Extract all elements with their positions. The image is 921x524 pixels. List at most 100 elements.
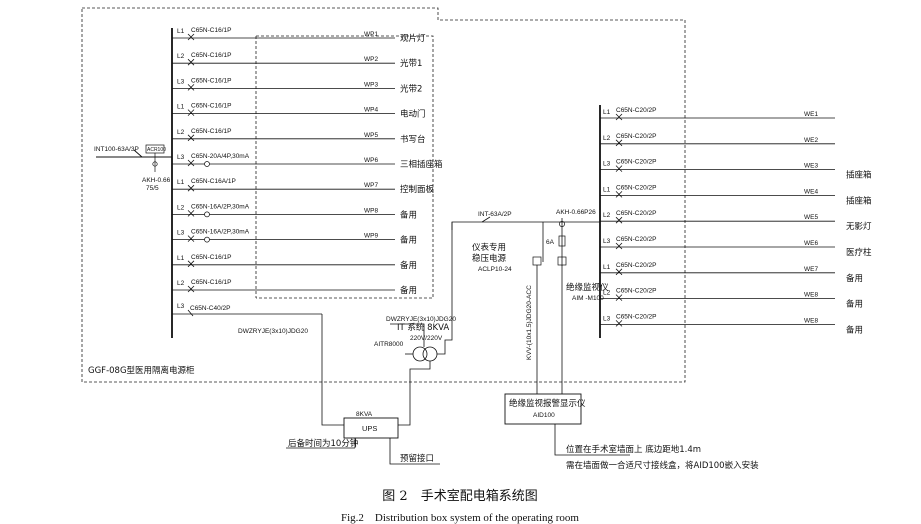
ups-feeder-breaker: C65N-C40/2P <box>190 305 230 312</box>
breaker-symbol <box>187 134 195 142</box>
circuit-code: WE1 <box>804 111 818 118</box>
circuit-phase: L1 <box>603 264 611 271</box>
rcd-icon <box>204 211 210 218</box>
monitor-note-line2: 需在墙面做一合适尺寸接线盒，将AID100嵌入安装 <box>566 460 759 471</box>
transformer-title: IT 系统 8KVA <box>397 322 449 333</box>
imd-model: AIM -M100 <box>572 295 604 302</box>
circuit-breaker: C65N-C16A/1P <box>191 178 236 185</box>
circuit-code: WP9 <box>364 233 378 240</box>
circuit-breaker: C65N-16A/2P,30mA <box>191 203 250 210</box>
monitor-breaker: INT-63A/2P <box>478 211 512 218</box>
incoming-breaker-label: INT100-63A/3P <box>94 146 139 153</box>
circuit-phase: L3 <box>177 154 185 161</box>
breaker-symbol <box>187 33 195 41</box>
figure-caption-cn: 图 2 手术室配电箱系统图 <box>382 488 537 504</box>
circuit-phase: L2 <box>177 280 185 287</box>
fuse-icon <box>558 235 566 247</box>
left-circuit-row: L1 C65N-C16/1P 备用 <box>172 254 417 271</box>
circuit-use: 备用 <box>400 285 417 296</box>
circuit-use: 插座箱 <box>846 170 872 181</box>
breaker-symbol <box>187 235 195 242</box>
breaker-symbol <box>615 165 623 172</box>
circuit-phase: L3 <box>603 161 611 168</box>
circuit-code: WP2 <box>364 56 378 63</box>
circuit-use: 备用 <box>400 260 417 271</box>
circuit-breaker: C65N-C16/1P <box>191 77 231 84</box>
circuit-breaker: C65N-C16/1P <box>191 254 231 261</box>
circuit-use: 插座箱 <box>846 195 872 206</box>
breaker-symbol <box>615 191 623 198</box>
current-transformer-icon <box>152 161 158 167</box>
circuit-code: WE8 <box>804 292 818 299</box>
breaker-symbol <box>187 285 195 293</box>
insulation-monitoring: INT-63A/2P AKH-0.66P26 6A 仪表专用 稳压电源 ACLP… <box>451 209 759 471</box>
circuit-code: WP5 <box>364 132 378 139</box>
breaker-symbol <box>615 139 623 147</box>
circuit-phase: L2 <box>177 53 185 60</box>
circuit-breaker: C65N-C20/2P <box>616 107 656 114</box>
ups-backup-note: 后备时间为10分钟 <box>288 438 358 449</box>
circuit-phase: L1 <box>603 109 611 116</box>
circuit-breaker: C65N-C16/1P <box>191 103 231 110</box>
breaker-symbol <box>615 242 623 250</box>
circuit-phase: L1 <box>177 255 185 262</box>
cabinet-outline <box>81 7 686 383</box>
rcd-icon <box>204 161 210 167</box>
monitor-meter: AKH-0.66P26 <box>556 209 596 216</box>
circuit-use: 医疗柱 <box>846 247 872 258</box>
circuit-breaker: C65N-C16/1P <box>191 128 231 135</box>
circuit-phase: L1 <box>603 186 611 193</box>
circuit-code: WE7 <box>804 266 818 273</box>
circuit-phase: L2 <box>603 290 611 297</box>
breaker-symbol <box>187 109 195 116</box>
breaker-symbol <box>187 58 195 66</box>
breaker-symbol <box>615 320 623 327</box>
imd-name: 绝缘监视仪 <box>566 282 609 293</box>
right-circuit-row: L1 C65N-C20/2P WE1 <box>600 107 835 121</box>
circuit-breaker: C65N-C16/1P <box>191 27 231 34</box>
transformer-secondary-icon <box>422 346 438 362</box>
ups-feeder-phase: L3 <box>177 303 185 310</box>
circuit-breaker: C65N-C20/2P <box>616 184 656 191</box>
circuit-breaker: C65N-C16/1P <box>191 279 231 286</box>
alarm-display-name: 绝缘监视报警显示仪 <box>509 398 586 409</box>
breaker-symbol <box>187 184 195 192</box>
circuit-breaker: C65N-16A/2P,30mA <box>191 229 250 236</box>
circuit-use: 备用 <box>846 299 863 310</box>
isolation-transformer: IT 系统 8KVA 220V/220V AITR8000 DWZRYJE(3x… <box>374 221 600 370</box>
breaker-symbol <box>187 159 195 167</box>
transformer-model: AITR8000 <box>374 341 404 348</box>
ups-unit: 8KVA UPS 后备时间为10分钟 预留接口 <box>286 411 440 465</box>
circuit-use: 书写台 <box>400 134 426 145</box>
ups-box <box>343 417 399 439</box>
circuit-code: WE6 <box>804 240 818 247</box>
ups-rating: 8KVA <box>356 411 373 418</box>
circuit-phase: L2 <box>603 135 611 142</box>
breaker-symbol <box>615 294 623 301</box>
circuit-code: WE5 <box>804 214 818 221</box>
circuit-code: WE3 <box>804 163 818 170</box>
ups-reserved-interface: 预留接口 <box>400 453 434 464</box>
circuit-use: 备用 <box>846 273 863 284</box>
rcd-icon <box>204 236 210 243</box>
meter-label-line1: AKH-0.66 <box>142 177 171 184</box>
circuit-code: WP8 <box>364 207 378 214</box>
ups-feeder-cable-in: DWZRYJE(3x10)JDG20 <box>238 328 308 335</box>
regulator-model: ACLP10-24 <box>478 266 512 273</box>
circuit-phase: L1 <box>177 179 185 186</box>
breaker-symbol <box>187 210 195 217</box>
meter-label-line2: 75/5 <box>146 185 159 192</box>
